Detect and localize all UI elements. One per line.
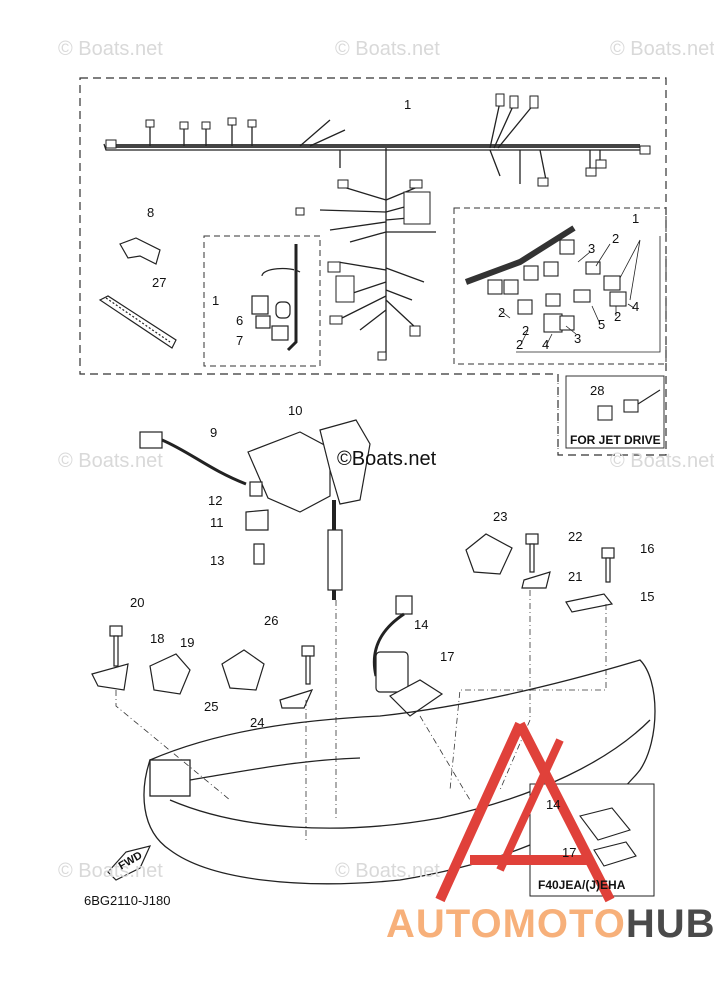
callout-1: 1: [404, 97, 412, 112]
watermark: © Boats.net: [335, 860, 440, 882]
callout-22: 22: [568, 529, 583, 544]
callout-3: 3: [588, 241, 596, 256]
callout-28: 28: [590, 383, 605, 398]
callout-6: 6: [236, 313, 244, 328]
callout-14: 14: [414, 617, 429, 632]
callout-12: 12: [208, 493, 223, 508]
watermark: © Boats.net: [335, 38, 440, 60]
callout-13: 13: [210, 553, 225, 568]
connector-set-leaders: [499, 236, 661, 353]
diagram-code: 6BG2110-J180: [84, 893, 171, 908]
watermark: © Boats.net: [610, 38, 714, 60]
sensor-parts: [251, 244, 301, 352]
callout-7: 7: [236, 333, 244, 348]
brand-part2: HUB: [625, 902, 714, 946]
sub-group-box-left: [203, 235, 321, 367]
callout-15: 15: [640, 589, 655, 604]
connector-set: [464, 225, 627, 333]
callout-10: 10: [288, 403, 303, 418]
callout-17: 17: [440, 649, 455, 664]
brand-wordmark: AUTOMOTOHUB: [386, 902, 714, 947]
callout-3: 3: [574, 331, 582, 346]
callout-23: 23: [493, 509, 508, 524]
watermark: © Boats.net: [58, 860, 163, 882]
callout-18: 18: [150, 631, 165, 646]
callout-4: 4: [632, 299, 640, 314]
callout-2: 2: [614, 309, 622, 324]
callout-16: 16: [640, 541, 655, 556]
callout-19: 19: [180, 635, 195, 650]
callout-17: 17: [562, 845, 577, 860]
sub-group-box-right: [453, 207, 667, 365]
main-group-boundary: [79, 77, 667, 456]
callout-2: 2: [498, 305, 506, 320]
callout-4: 4: [542, 337, 550, 352]
lower-parts: [91, 419, 615, 717]
assembly-leaders: [115, 374, 607, 840]
brand-part1: AUTOMOTO: [386, 902, 626, 946]
callout-14: 14: [546, 797, 561, 812]
watermark: © Boats.net: [610, 450, 714, 472]
model-inset-parts: [579, 807, 637, 867]
callout-1: 1: [632, 211, 640, 226]
callout-8: 8: [147, 205, 155, 220]
callout-9: 9: [210, 425, 218, 440]
callout-11: 11: [210, 515, 224, 530]
clip-and-tie: [98, 237, 177, 349]
callout-26: 26: [264, 613, 279, 628]
watermark: © Boats.net: [58, 450, 163, 472]
callout-27: 27: [152, 275, 167, 290]
watermark: © Boats.net: [58, 38, 163, 60]
model-label: F40JEA/(J)EHA: [538, 878, 626, 892]
brand-triangle-logo: [435, 721, 615, 903]
callout-24: 24: [250, 715, 265, 730]
harness-connectors: [105, 93, 651, 361]
cowling-outline: [143, 659, 656, 885]
callout-5: 5: [598, 317, 606, 332]
harness-trunk: [103, 101, 648, 360]
callout-21: 21: [568, 569, 583, 584]
jet-drive-connector: [597, 389, 661, 421]
callout-2: 2: [522, 323, 530, 338]
fwd-arrow: [107, 845, 152, 881]
model-inset-box: [529, 783, 655, 897]
callout-2: 2: [516, 337, 524, 352]
callout-2: 2: [612, 231, 620, 246]
callout-1: 1: [212, 293, 220, 308]
jet-drive-box: [565, 375, 665, 449]
callout-25: 25: [204, 699, 219, 714]
center-watermark: ©Boats.net: [337, 448, 437, 470]
jet-drive-label: FOR JET DRIVE: [570, 433, 661, 447]
callout-20: 20: [130, 595, 145, 610]
